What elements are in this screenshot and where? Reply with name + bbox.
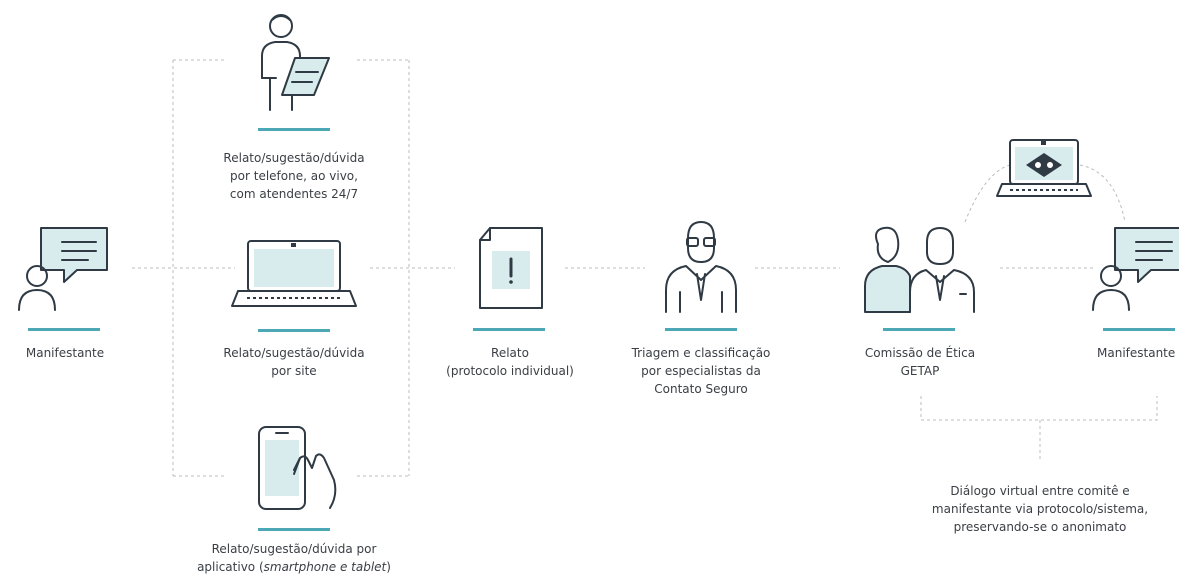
- laptop-icon: [231, 240, 357, 307]
- site-channel-label: Relato/sugestão/dúvida por site: [223, 346, 365, 378]
- comissao-label: Comissão de Ética GETAP: [864, 346, 976, 378]
- triagem-label: Triagem e classificação por especialista…: [631, 346, 771, 396]
- person-speech-icon-right: [1092, 227, 1179, 311]
- app-channel-label: Relato/sugestão/dúvida por aplicativo (s…: [197, 542, 391, 574]
- laptop-anonymous-icon: [996, 139, 1092, 197]
- accent-bars: [28, 128, 1175, 531]
- connectors: [132, 59, 1158, 477]
- smartphone-hand-icon: [258, 426, 337, 510]
- dialogo-label: Diálogo virtual entre comitê e manifesta…: [931, 484, 1149, 534]
- attendant-tablet-icon: [261, 14, 330, 111]
- manifestante-right-label: Manifestante: [1097, 346, 1176, 360]
- person-speech-icon: [18, 227, 108, 311]
- phone-channel-label: Relato/sugestão/dúvida por telefone, ao …: [223, 151, 365, 201]
- specialist-icon: [665, 221, 737, 313]
- manifestante-left-label: Manifestante: [25, 346, 105, 360]
- document-alert-icon: [479, 227, 543, 309]
- relato-label: Relato (protocolo individual): [446, 346, 574, 378]
- committee-icon: [864, 226, 975, 313]
